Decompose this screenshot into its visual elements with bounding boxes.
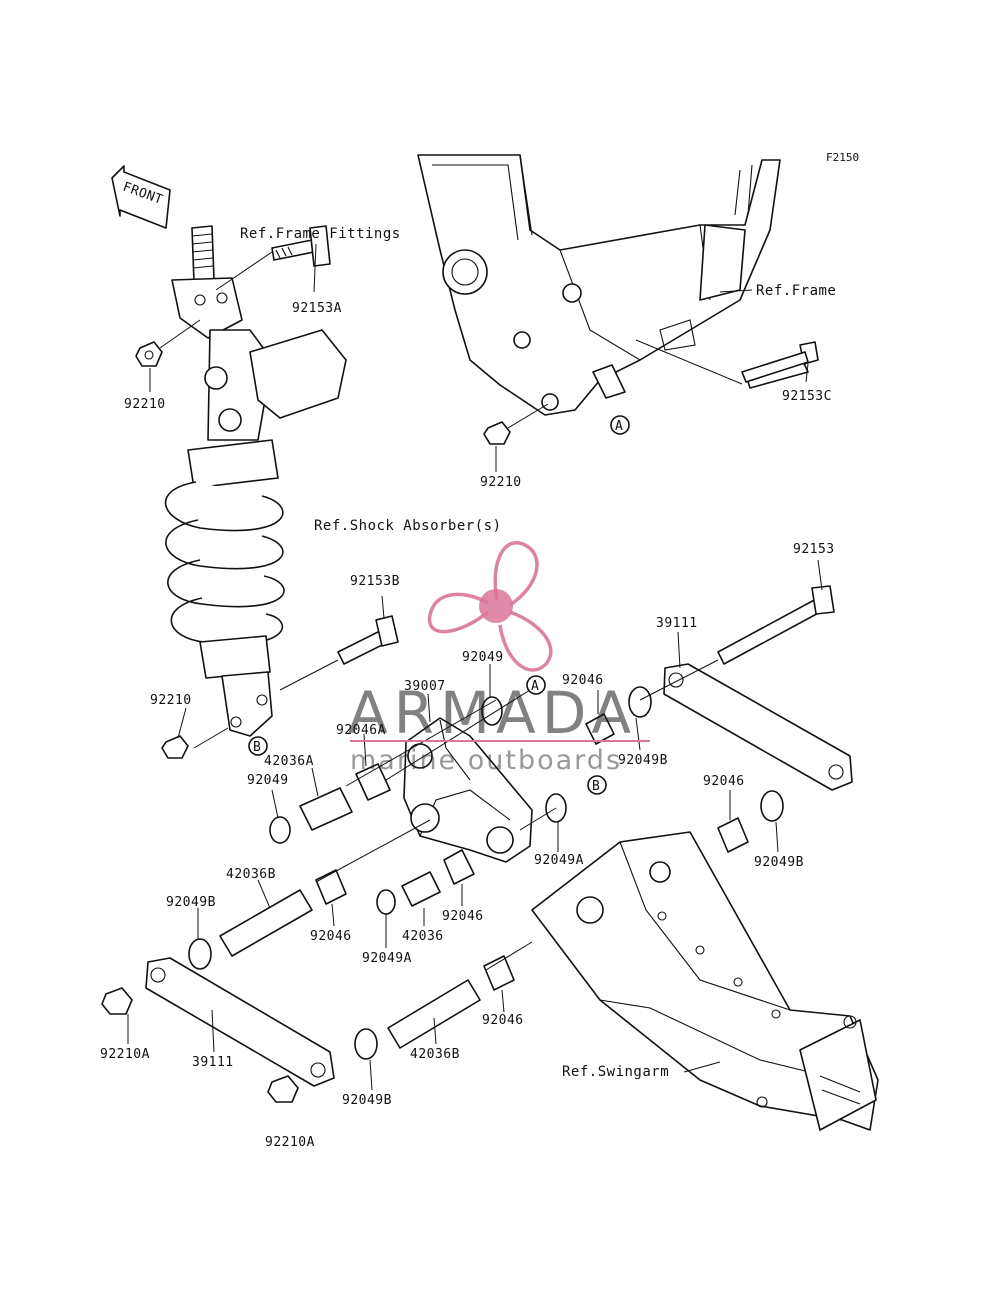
svg-text:A: A (531, 679, 539, 694)
shock-absorber-drawing (164, 225, 347, 737)
bearing-92046-b-icon (443, 849, 475, 885)
part-label: 92210A (100, 1047, 150, 1062)
tie-rod-upper-drawing (663, 663, 853, 791)
collar-92049-top-icon (481, 696, 503, 726)
part-label: 92153 (793, 542, 835, 557)
svg-text:B: B (253, 740, 261, 755)
sleeve-42036B-left-icon (219, 889, 313, 957)
callout-b-rocker: B (587, 775, 607, 795)
part-label: 92210 (150, 693, 192, 708)
part-label: 92049B (618, 753, 668, 768)
bearing-92046-top-icon (585, 713, 615, 745)
swingarm-drawing (531, 831, 879, 1131)
figure-code: F2150 (826, 151, 859, 164)
part-label: 92046 (562, 673, 604, 688)
part-label: 92153A (292, 301, 342, 316)
part-label: 92049B (342, 1093, 392, 1108)
ref-frame-fittings-label: Ref.Frame Fittings (240, 226, 401, 242)
collar-92049-left-icon (269, 816, 291, 844)
sleeve-42036B-right-icon (387, 979, 481, 1049)
part-label: 92049A (362, 951, 412, 966)
part-label: 42036B (226, 867, 276, 882)
bolt-92153-icon (717, 585, 835, 665)
part-label: 92049B (754, 855, 804, 870)
part-label: 42036B (410, 1047, 460, 1062)
part-label: 42036A (264, 754, 314, 769)
armada-watermark: ARMADA marine outboards (348, 541, 650, 776)
nut-92210A-bottom-icon (267, 1075, 299, 1103)
sleeve-42036-icon (401, 871, 441, 907)
propeller-hub-icon (479, 589, 513, 623)
part-label: 39111 (192, 1055, 234, 1070)
collar-92049B-left-icon (188, 938, 212, 970)
callout-a-rocker: A (526, 675, 546, 695)
part-label: 92046A (336, 723, 386, 738)
ref-frame-label: Ref.Frame (756, 283, 836, 299)
part-label: 39111 (656, 616, 698, 631)
part-label: 92210A (265, 1135, 315, 1150)
part-label: 92046 (442, 909, 484, 924)
bearing-92046A-icon (355, 763, 391, 801)
collar-92049B-mid-icon (628, 686, 652, 718)
bearing-collar-group (101, 686, 784, 1103)
sleeve-42036A-icon (299, 787, 353, 831)
bolt-92153B-icon (337, 615, 399, 665)
part-label: 92049 (462, 650, 504, 665)
callout-b-shock: B (248, 736, 268, 756)
propeller-logo-icon (427, 541, 553, 672)
part-label: 92210 (480, 475, 522, 490)
part-label: 92210 (124, 397, 166, 412)
ref-swingarm-label: Ref.Swingarm (562, 1064, 669, 1080)
svg-text:B: B (592, 779, 600, 794)
rocker-arm-drawing (403, 717, 533, 863)
tie-rod-lower-drawing (145, 957, 335, 1087)
svg-text:A: A (615, 419, 623, 434)
watermark-tagline: marine outboards (350, 745, 622, 776)
part-label: 92153C (782, 389, 832, 404)
nut-92210-mid-icon (161, 735, 189, 759)
part-label: 92046 (310, 929, 352, 944)
bolt-92153C-icon (741, 351, 809, 383)
part-label: 42036 (402, 929, 444, 944)
nut-92210A-left-icon (101, 987, 133, 1015)
part-label: 92046 (703, 774, 745, 789)
part-label: 92046 (482, 1013, 524, 1028)
frame-drawing (417, 154, 819, 416)
bearing-92046-c-icon (483, 955, 515, 991)
part-number-labels: 92153A 92210 92153C 92210 92153 92153B 3… (100, 301, 835, 1150)
ref-shock-absorber-label: Ref.Shock Absorber(s) (314, 518, 502, 534)
bearing-92046-right-icon (717, 817, 749, 853)
nut-92210-frame-icon (483, 421, 511, 445)
callout-a-frame: A (610, 415, 630, 435)
part-label: 92049A (534, 853, 584, 868)
collar-92049A-low-icon (376, 889, 396, 915)
part-label: 39007 (404, 679, 446, 694)
bearing-92046-a-icon (315, 869, 347, 905)
watermark-brand: ARMADA (348, 679, 637, 747)
collar-92049B-right-icon (760, 790, 784, 822)
nut-92210-top-icon (135, 341, 163, 367)
part-label: 92049 (247, 773, 289, 788)
front-arrow-icon: FRONT (111, 165, 171, 229)
collar-92049B-low-icon (354, 1028, 378, 1060)
part-label: 92153B (350, 574, 400, 589)
leader-lines (127, 243, 823, 1091)
part-label: 92049B (166, 895, 216, 910)
